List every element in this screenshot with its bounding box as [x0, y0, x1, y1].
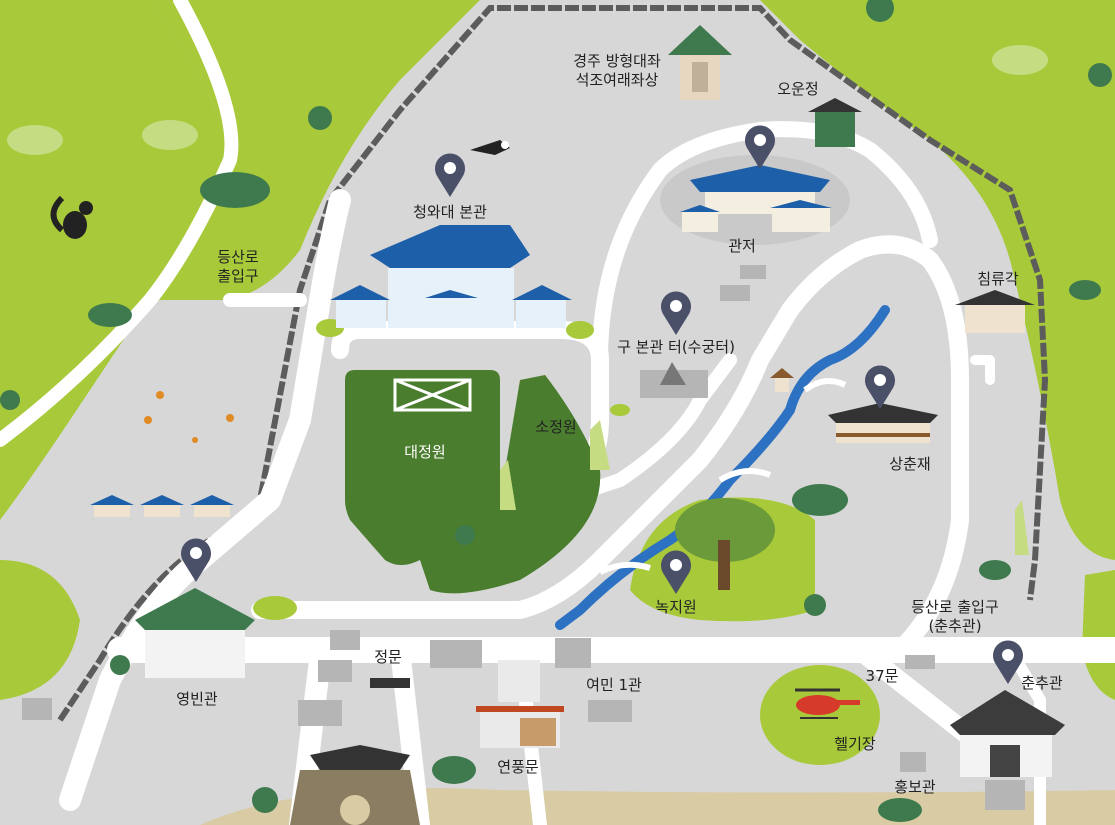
ounjeong-pavilion [808, 98, 862, 147]
location-pin-icon [661, 550, 691, 594]
label-pr-hall: 홍보관 [894, 778, 936, 796]
gwanjeo-building [660, 155, 850, 245]
label-gwanjeo: 관저 [728, 237, 756, 255]
location-pin-icon [661, 291, 691, 335]
location-pin-icon [435, 153, 465, 197]
label-chimnyugak: 침류각 [977, 270, 1019, 288]
hill-right [760, 0, 1115, 560]
label-yeongbingwan: 영빈관 [176, 690, 218, 708]
label-trail-entrance-left: 등산로 출입구 [217, 248, 259, 285]
palace-wall [57, 5, 1049, 722]
chimnyugak-building [955, 290, 1035, 333]
label-ounjeong: 오운정 [777, 80, 819, 98]
label-daejeongwon: 대정원 [404, 443, 446, 461]
hill-left-lower [0, 560, 80, 700]
label-old-main-site: 구 본관 터(수궁터) [617, 338, 735, 356]
label-seokjo-yeorae: 경주 방형대좌 석조여래좌상 [573, 52, 661, 89]
label-sangchunjae: 상춘재 [889, 455, 931, 473]
label-main-building: 청와대 본관 [413, 203, 487, 221]
yeonpungmun-building [476, 706, 564, 748]
sangchunjae-building [828, 403, 938, 443]
pin-yeongbingwan[interactable] [179, 537, 213, 583]
squirrel [50, 195, 93, 239]
label-chunchugwan: 춘추관 [1021, 674, 1063, 692]
label-yeomin: 여민 1관 [586, 676, 642, 694]
pin-main-building[interactable] [433, 152, 467, 198]
gazebo [770, 368, 794, 392]
yeongbingwan-building [135, 588, 255, 678]
autumn-leaves [144, 391, 234, 443]
stream [555, 305, 890, 630]
location-pin-icon [993, 640, 1023, 684]
label-sojeongwon: 소정원 [535, 418, 577, 436]
label-gate37: 37문 [865, 667, 899, 685]
yeomin-building [498, 660, 540, 702]
seokjo-pavilion [668, 25, 732, 100]
label-main-gate: 정문 [374, 648, 402, 666]
magpie [470, 140, 510, 155]
chunchugwan-building [950, 690, 1065, 777]
label-heliport: 헬기장 [834, 735, 876, 753]
location-pin-icon [181, 538, 211, 582]
label-nokjiwon: 녹지원 [655, 598, 697, 616]
pin-sangchunjae[interactable] [863, 364, 897, 410]
hill-top-center [150, 0, 480, 300]
pin-gwanjeo[interactable] [743, 124, 777, 170]
label-trail-entrance-right: 등산로 출입구 (춘추관) [911, 598, 999, 635]
location-pin-icon [745, 125, 775, 169]
hill-right-lower [1082, 570, 1115, 700]
pin-chunchugwan[interactable] [991, 639, 1025, 685]
daejeongwon-lawn [345, 370, 500, 565]
south-gate [290, 745, 420, 825]
hanok-row [90, 495, 234, 517]
main-building [330, 225, 572, 328]
old-main-monument [660, 362, 686, 385]
helicopter [795, 688, 860, 719]
pin-old-main-site[interactable] [659, 290, 693, 336]
pin-nokjiwon[interactable] [659, 549, 693, 595]
location-pin-icon [865, 365, 895, 409]
heliport-lawn [760, 665, 880, 765]
main-gate-structure [370, 678, 410, 688]
label-yeonpungmun: 연풍문 [497, 758, 539, 776]
